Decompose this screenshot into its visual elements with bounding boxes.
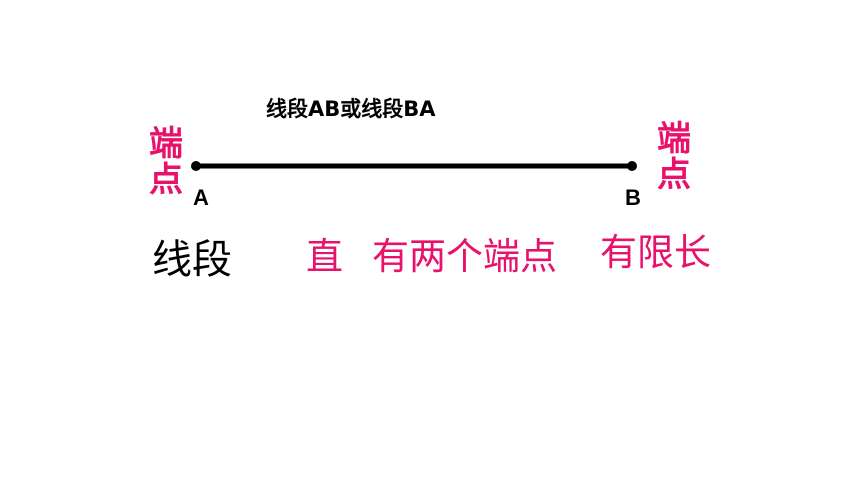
property-finite-length: 有限长 <box>600 231 711 274</box>
endpoint-label-left: 端点 <box>149 124 183 200</box>
endpoint-label-right: 端点 <box>657 119 691 195</box>
point-label-b: B <box>625 185 641 210</box>
property-two-endpoints: 有两个端点 <box>372 235 557 278</box>
property-straight: 直 <box>306 235 343 278</box>
segment-caption: 线段AB或线段BA <box>266 97 436 121</box>
term-heading: 线段 <box>152 237 232 283</box>
endpoint-a-dot <box>191 161 201 171</box>
endpoint-b-dot <box>627 161 637 171</box>
point-label-a: A <box>193 185 209 210</box>
